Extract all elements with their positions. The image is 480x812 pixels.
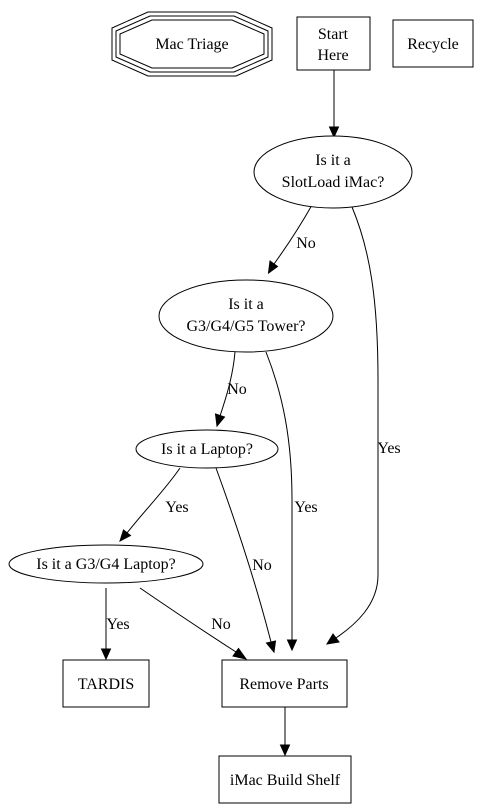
node-tardis: TARDIS [62, 659, 150, 708]
node-start-here: Start Here [296, 16, 371, 71]
edge-remove-parts-to-imac-build-shelf [279, 707, 291, 757]
node-tower-question: Is it a G3/G4/G5 Tower? [158, 279, 334, 353]
node-label: Is it a G3/G4 Laptop? [36, 556, 176, 573]
edge-start-to-slotload [328, 70, 340, 139]
node-laptop-question: Is it a Laptop? [135, 429, 279, 469]
edge-slotload-no-to-tower: No [267, 204, 316, 275]
edge-tower-yes-to-remove-parts: Yes [265, 351, 318, 652]
node-label-line-1: Is it a [228, 296, 264, 313]
edge-label-yes: Yes [106, 616, 129, 633]
edge-slotload-yes-to-remove-parts: Yes [326, 206, 401, 645]
node-recycle: Recycle [392, 19, 474, 68]
edge-label-no: No [296, 235, 316, 252]
node-label-line-2: Here [317, 47, 348, 64]
edge-label-yes: Yes [165, 499, 188, 516]
node-label: iMac Build Shelf [230, 772, 341, 789]
node-label: TARDIS [78, 676, 135, 693]
node-mac-triage: Mac Triage [111, 11, 273, 77]
node-label: Recycle [407, 36, 459, 53]
node-label: Remove Parts [239, 676, 328, 693]
node-imac-build-shelf: iMac Build Shelf [218, 755, 352, 804]
node-label-line-1: Start [318, 26, 349, 43]
edge-laptop-yes-to-g3g4-laptop: Yes [119, 467, 189, 543]
edge-label-yes: Yes [377, 440, 400, 457]
node-label-line-2: SlotLoad iMac? [282, 174, 385, 191]
node-label-line-1: Is it a [315, 152, 351, 169]
node-slotload-question: Is it a SlotLoad iMac? [253, 135, 413, 209]
node-remove-parts: Remove Parts [221, 659, 348, 708]
edge-tower-no-to-laptop: No [214, 351, 247, 428]
edge-label-yes: Yes [294, 499, 317, 516]
node-label-line-2: G3/G4/G5 Tower? [186, 318, 305, 335]
edge-label-no: No [211, 616, 231, 633]
node-label: Is it a Laptop? [161, 441, 253, 458]
edge-label-no: No [252, 557, 272, 574]
edge-g3g4-no-to-remove-parts: No [139, 587, 248, 660]
edge-laptop-no-to-remove-parts: No [215, 467, 277, 654]
edge-g3g4-yes-to-tardis: Yes [100, 588, 130, 661]
node-g3g4-laptop-question: Is it a G3/G4 Laptop? [8, 544, 204, 584]
node-label: Mac Triage [155, 36, 228, 53]
edge-label-no: No [227, 381, 247, 398]
